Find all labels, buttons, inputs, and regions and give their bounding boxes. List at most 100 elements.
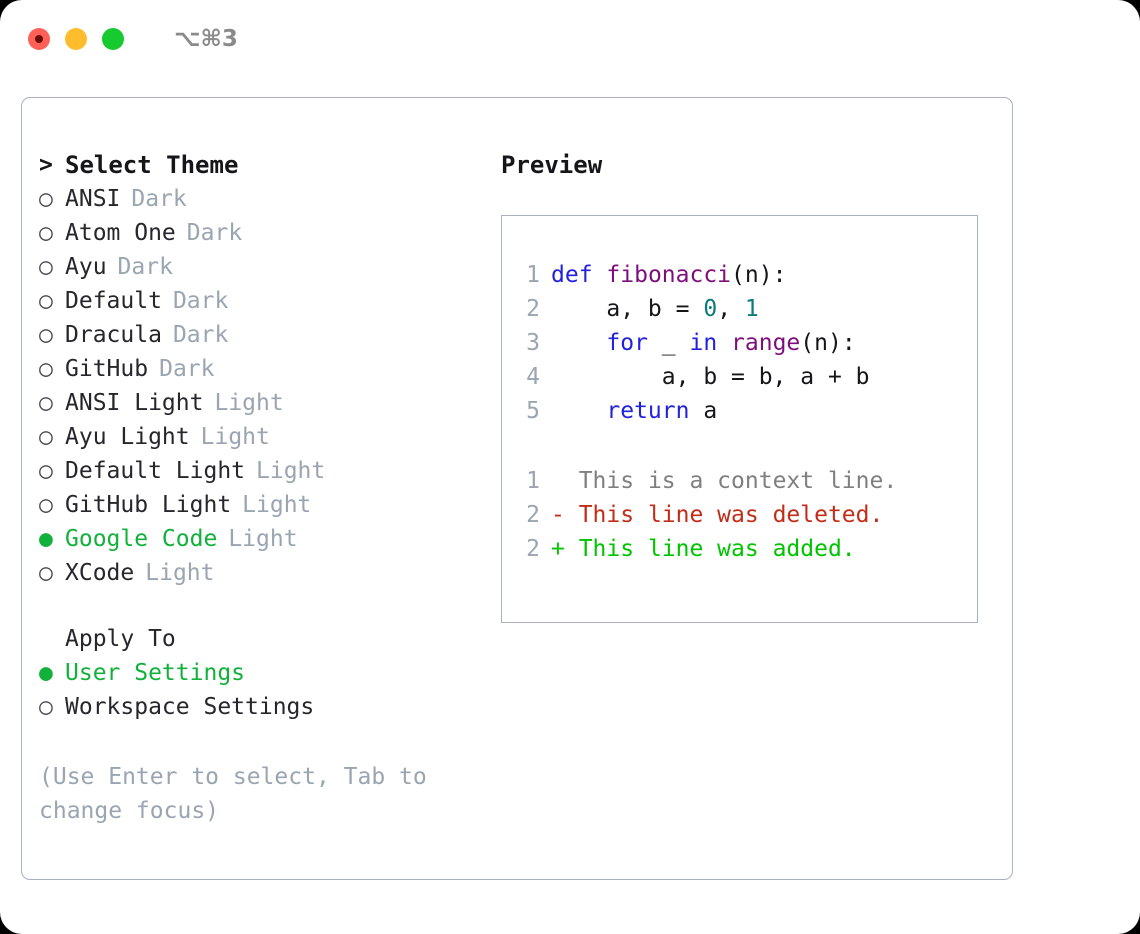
apply-to-option[interactable]: ● User Settings [39,656,489,690]
radio-selected-icon[interactable]: ● [39,526,53,552]
theme-name-label: Dracula [65,322,162,348]
diff-text: This line was added. [564,536,856,562]
diff-line-text: This is a context line. [551,464,898,498]
radio-unselected-icon[interactable]: ○ [39,322,53,348]
diff-marker: + [551,536,565,562]
maximize-window-button[interactable] [102,28,124,50]
code-token: def [551,262,593,288]
radio-selected-icon[interactable]: ● [39,660,53,686]
theme-name-label: ANSI [65,186,121,212]
theme-variant-label: Dark [117,254,173,280]
theme-variant-label: Dark [186,220,243,246]
diff-line: 2 + This line was added. [514,532,897,566]
diff-marker: - [551,502,565,528]
code-token [551,398,606,424]
theme-list-item[interactable]: ○ GitHub Dark [39,352,489,386]
code-token: (n): [731,262,787,288]
radio-unselected-icon[interactable]: ○ [39,220,53,246]
radio-unselected-icon[interactable]: ○ [39,288,53,314]
theme-variant-label: Light [145,560,215,586]
apply-to-heading-label: Apply To [65,626,176,652]
line-number: 5 [526,398,540,424]
code-token: 1 [744,296,759,322]
preview-heading-label: Preview [501,151,603,179]
code-token [593,262,607,288]
radio-unselected-icon[interactable]: ○ [39,458,53,484]
code-line-text: return a [551,394,717,428]
code-line: 4 a, b = b, a + b [514,360,870,394]
diff-text: This line was deleted. [564,502,884,528]
line-number: 2 [526,296,540,322]
theme-name-label: Ayu [65,254,107,280]
radio-unselected-icon[interactable]: ○ [39,694,53,720]
code-line-text: for _ in range(n): [551,326,856,360]
close-window-button[interactable] [28,28,50,50]
theme-variant-label: Light [228,526,298,552]
theme-variant-label: Dark [159,356,215,382]
code-token: a [689,398,718,424]
line-number: 3 [526,330,540,356]
theme-name-label: Google Code [65,526,218,552]
radio-unselected-icon[interactable]: ○ [39,560,53,586]
code-token [551,330,606,356]
code-line: 2 a, b = 0, 1 [514,292,870,326]
radio-unselected-icon[interactable]: ○ [39,390,53,416]
theme-list-item[interactable]: ○ XCode Light [39,556,489,590]
radio-unselected-icon[interactable]: ○ [39,492,53,518]
theme-name-label: Default [65,288,162,314]
code-line-text: def fibonacci(n): [551,258,786,292]
radio-unselected-icon[interactable]: ○ [39,254,53,280]
code-line: 5 return a [514,394,870,428]
theme-list-item[interactable]: ○ Ayu Dark [39,250,489,284]
title-bar: ⌥⌘3 [0,0,1140,78]
code-token: in [689,330,718,356]
diff-marker [551,468,565,494]
radio-unselected-icon[interactable]: ○ [39,424,53,450]
caret-icon: > [39,152,53,178]
code-token: a, b = b, a + b [551,364,870,390]
theme-list-item[interactable]: ○ Default Light Light [39,454,489,488]
theme-variant-label: Dark [131,186,187,212]
radio-unselected-icon[interactable]: ○ [39,356,53,382]
apply-to-option[interactable]: ○Workspace Settings [39,690,489,724]
code-token [717,330,731,356]
diff-text: This is a context line. [564,468,898,494]
theme-variant-label: Light [200,424,270,450]
diff-line: 1 This is a context line. [514,464,897,498]
keyboard-hint-text: (Use Enter to select, Tab to change focu… [39,764,427,824]
diff-line: 2- This line was deleted. [514,498,897,532]
theme-variant-label: Light [242,492,312,518]
traffic-light-group [28,28,124,50]
keyboard-shortcut-label: ⌥⌘3 [174,26,238,52]
minimize-window-button[interactable] [65,28,87,50]
theme-variant-label: Dark [172,322,229,348]
theme-name-label: XCode [65,560,135,586]
apply-to-heading: Apply To [39,622,489,656]
line-number: 2 [526,536,540,562]
select-theme-heading-label: Select Theme [65,151,239,179]
line-number: 1 [526,468,540,494]
theme-variant-label: Light [256,458,326,484]
code-line: 3 for _ in range(n): [514,326,870,360]
apply-to-option-label: User Settings [65,660,246,686]
theme-name-label: GitHub [65,356,149,382]
code-token: _ [647,330,690,356]
radio-unselected-icon[interactable]: ○ [39,186,53,212]
theme-name-label: Default Light [65,458,246,484]
theme-list-item[interactable]: ○ ANSI Dark [39,182,489,216]
code-token: (n): [800,330,856,356]
code-line-text: a, b = 0, 1 [551,292,759,326]
theme-name-label: ANSI Light [65,390,204,416]
line-number: 4 [526,364,540,390]
code-token: return [606,398,690,424]
theme-list-item[interactable]: ○ Dracula Dark [39,318,489,352]
theme-list-item[interactable]: ● Google Code Light [39,522,489,556]
